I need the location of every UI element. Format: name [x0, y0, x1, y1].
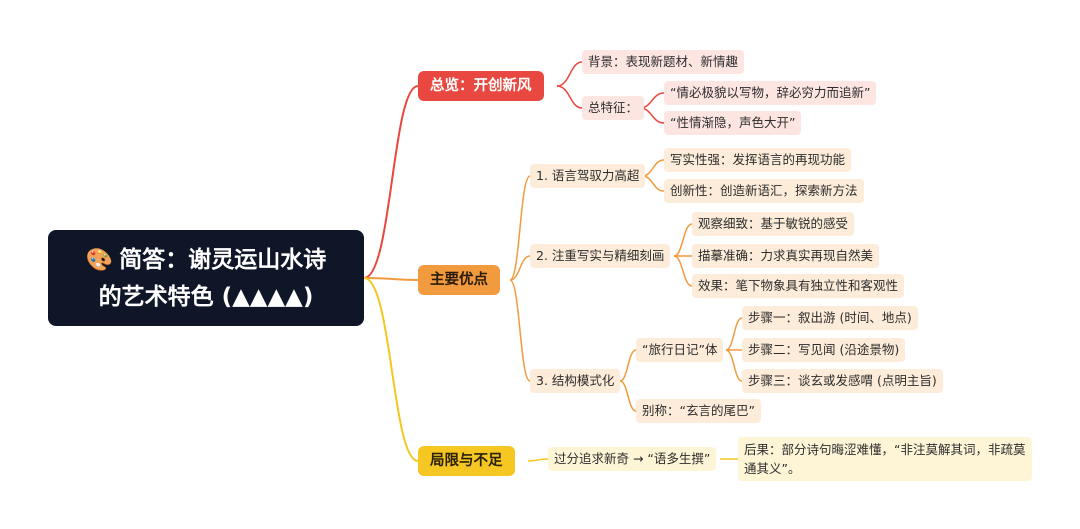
edge-s1-b — [641, 175, 665, 192]
branch-strengths[interactable]: 主要优点 — [418, 265, 500, 295]
node-alias[interactable]: 别称：“玄言的尾巴” — [636, 399, 761, 423]
root-title-line1: 简答：谢灵运山水诗 — [119, 246, 327, 273]
node-step-2[interactable]: 步骤二：写见闻 (沿途景物) — [742, 338, 906, 362]
edge-s2-a — [673, 223, 693, 257]
root-topic[interactable]: 🎨简答：谢灵运山水诗 的艺术特色 (▲▲▲▲) — [48, 230, 364, 326]
node-effect[interactable]: 效果：笔下物象具有独立性和客观性 — [692, 274, 905, 298]
node-features[interactable]: 总特征： — [582, 96, 645, 120]
node-travel-diary[interactable]: “旅行日记”体 — [636, 338, 724, 362]
edge-overview-bg — [556, 61, 583, 87]
branch-limits[interactable]: 局限与不足 — [418, 446, 515, 476]
edge-diary-step3 — [725, 349, 743, 382]
edge-diary-step1 — [725, 317, 743, 351]
node-consequence[interactable]: 后果：部分诗句晦涩难懂，“非注莫解其词，非疏莫通其义”。 — [738, 437, 1032, 481]
root-title-line2: 的艺术特色 (▲▲▲▲) — [98, 283, 314, 310]
branch-overview[interactable]: 总览：开创新风 — [418, 71, 544, 101]
edge-s2-c — [673, 255, 693, 287]
edge-s3-diary — [619, 349, 637, 382]
palette-icon: 🎨 — [85, 247, 114, 273]
node-cause[interactable]: 过分追求新奇 → “语多生撰” — [548, 447, 717, 471]
node-observation[interactable]: 观察细致：基于敏锐的感受 — [692, 212, 855, 236]
node-feature-1[interactable]: “情必极貌以写物，辞必穷力而追新” — [664, 81, 877, 105]
edge-root-overview — [363, 85, 419, 279]
node-detail[interactable]: 2. 注重写实与精细刻画 — [530, 244, 671, 268]
node-background[interactable]: 背景：表现新题材、新情趣 — [582, 50, 745, 74]
node-innovation[interactable]: 创新性：创造新语汇，探索新方法 — [664, 179, 864, 203]
node-realism[interactable]: 写实性强：发挥语言的再现功能 — [664, 148, 852, 172]
edge-root-limits — [363, 277, 419, 462]
node-depiction[interactable]: 描摹准确：力求真实再现自然美 — [692, 244, 880, 268]
edge-s1-a — [641, 159, 665, 177]
edge-limits-cause — [527, 458, 549, 462]
node-step-1[interactable]: 步骤一：叙出游 (时间、地点) — [742, 306, 918, 330]
edge-strengths-s2 — [509, 255, 531, 281]
edge-overview-features — [556, 85, 583, 109]
edge-strengths-s1 — [509, 175, 531, 281]
node-language[interactable]: 1. 语言驾驭力高超 — [530, 164, 646, 188]
node-step-3[interactable]: 步骤三：谈玄或发感喟 (点明主旨) — [742, 369, 943, 393]
edge-s3-alias — [619, 380, 637, 412]
edge-root-strengths — [363, 277, 419, 281]
node-feature-2[interactable]: “性情渐隐，声色大开” — [664, 111, 802, 135]
node-structure[interactable]: 3. 结构模式化 — [530, 369, 621, 393]
edge-strengths-s3 — [509, 279, 531, 382]
